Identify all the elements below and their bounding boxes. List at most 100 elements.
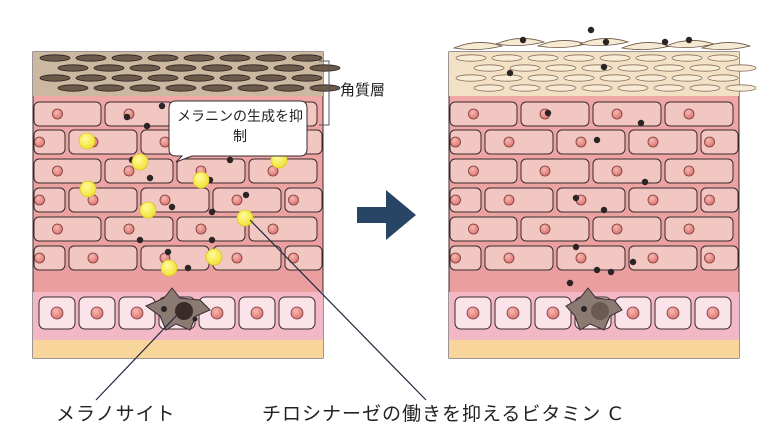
cell-nucleus bbox=[611, 165, 623, 177]
cell-nucleus bbox=[575, 252, 587, 264]
bubble-line: メラニンの生成を抑制 bbox=[177, 109, 303, 145]
stratum-flake bbox=[57, 84, 89, 92]
vitamin-c-dot bbox=[131, 153, 149, 171]
cell-nucleus bbox=[34, 136, 45, 148]
epidermal-cell bbox=[68, 245, 138, 271]
cell-nucleus bbox=[450, 252, 461, 264]
melanin-dot bbox=[158, 102, 166, 110]
stratum-flake bbox=[309, 64, 341, 72]
epidermal-cell bbox=[628, 187, 698, 213]
epidermal-cell bbox=[33, 187, 66, 213]
epidermal-cell bbox=[592, 101, 662, 127]
stratum-flake bbox=[509, 84, 541, 92]
epidermal-cell bbox=[592, 216, 662, 242]
stratum-flake bbox=[309, 84, 341, 92]
melanin-dot bbox=[123, 113, 131, 121]
stratum-flake bbox=[237, 84, 269, 92]
stratum-flake bbox=[689, 64, 721, 72]
stratum-flake bbox=[183, 54, 215, 62]
stratum-flake bbox=[255, 54, 287, 62]
cell-nucleus bbox=[666, 306, 680, 320]
stratum-corneum-label: 角質層 bbox=[340, 81, 386, 99]
cell-nucleus bbox=[267, 223, 279, 235]
stratum-flake bbox=[111, 74, 143, 82]
cell-nucleus bbox=[450, 194, 461, 206]
epidermal-cell bbox=[449, 129, 482, 155]
stratum-flake bbox=[617, 84, 649, 92]
cell-nucleus bbox=[683, 108, 695, 120]
cell-nucleus bbox=[250, 306, 264, 320]
skin-flake bbox=[700, 42, 752, 50]
cell-nucleus bbox=[503, 194, 515, 206]
cell-nucleus bbox=[647, 136, 659, 148]
cell-nucleus bbox=[611, 223, 623, 235]
melanin-dot bbox=[593, 266, 601, 274]
cell-nucleus bbox=[123, 223, 135, 235]
melanin-dot bbox=[641, 178, 649, 186]
stratum-flake bbox=[491, 74, 523, 82]
cell-nucleus bbox=[231, 194, 243, 206]
epidermal-cell bbox=[449, 101, 518, 127]
vitamin-c-dot bbox=[236, 209, 254, 227]
melanin-dot bbox=[607, 268, 615, 276]
melanin-dot bbox=[519, 36, 527, 44]
shedding-flakes bbox=[452, 26, 752, 50]
epidermal-cell bbox=[484, 187, 554, 213]
stratum-flake bbox=[617, 64, 649, 72]
melanocyte bbox=[144, 287, 211, 331]
cell-nucleus bbox=[466, 306, 480, 320]
cell-nucleus bbox=[683, 165, 695, 177]
melanin-dot bbox=[629, 258, 637, 266]
melanin-dot bbox=[143, 122, 151, 130]
epidermal-cell bbox=[449, 245, 482, 271]
melanin-dot bbox=[572, 243, 580, 251]
melanin-granules bbox=[506, 63, 649, 287]
stratum-flake bbox=[707, 54, 739, 62]
melanin-dot bbox=[600, 63, 608, 71]
cell-nucleus bbox=[288, 252, 299, 264]
stratum-flake bbox=[39, 54, 71, 62]
stratum-flake bbox=[545, 84, 577, 92]
dermis-layer bbox=[449, 340, 739, 358]
stratum-flake bbox=[563, 74, 595, 82]
cell-nucleus bbox=[647, 252, 659, 264]
stratum-flake bbox=[635, 74, 667, 82]
stratum-flake bbox=[455, 74, 487, 82]
cell-nucleus bbox=[704, 136, 715, 148]
stratum-flake bbox=[39, 74, 71, 82]
stratum-flake bbox=[455, 54, 487, 62]
stratum-corneum-layer bbox=[449, 52, 757, 96]
epidermal-cell bbox=[68, 187, 138, 213]
cell-nucleus bbox=[706, 306, 720, 320]
cell-nucleus bbox=[288, 194, 299, 206]
stratum-flake bbox=[201, 84, 233, 92]
vitamin-c-dot bbox=[160, 259, 178, 277]
cell-nucleus bbox=[195, 223, 207, 235]
stratum-flake bbox=[689, 84, 721, 92]
melanin-dot bbox=[208, 208, 216, 216]
melanin-dot bbox=[544, 109, 552, 117]
stratum-flake bbox=[671, 74, 703, 82]
cell-nucleus bbox=[575, 136, 587, 148]
cell-nucleus bbox=[503, 136, 515, 148]
stratum-flake bbox=[111, 54, 143, 62]
epidermal-cell bbox=[484, 245, 554, 271]
melanin-dot bbox=[572, 194, 580, 202]
stratum-flake bbox=[581, 64, 613, 72]
melanin-dot bbox=[184, 264, 192, 272]
vitamin-c-dot bbox=[139, 201, 157, 219]
stratum-flake bbox=[707, 74, 739, 82]
cell-nucleus bbox=[90, 306, 104, 320]
skin-panel-before bbox=[32, 51, 427, 401]
epidermal-cell bbox=[520, 216, 590, 242]
stratum-flake bbox=[237, 64, 269, 72]
melanin-dot bbox=[600, 206, 608, 214]
stratum-flake bbox=[291, 54, 323, 62]
epidermal-cell bbox=[33, 101, 102, 127]
speech-bubble bbox=[168, 100, 308, 163]
stratum-flake bbox=[147, 54, 179, 62]
cell-nucleus bbox=[450, 136, 461, 148]
melanin-dot bbox=[506, 69, 514, 77]
skin-flake bbox=[494, 38, 546, 46]
epidermal-cell bbox=[248, 216, 318, 242]
